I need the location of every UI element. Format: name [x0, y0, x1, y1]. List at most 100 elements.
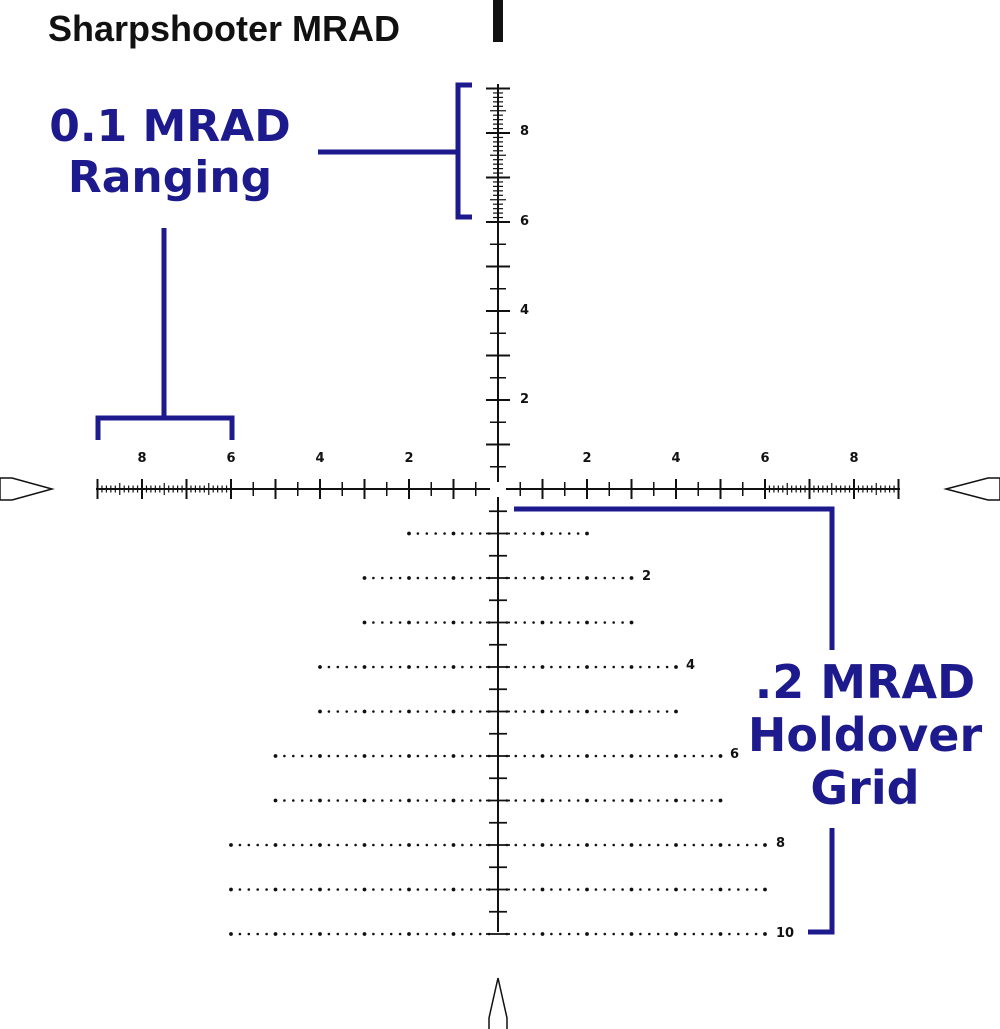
holdover-dot — [594, 754, 598, 758]
bottom-pointer — [488, 977, 508, 1029]
holdover-dot — [434, 799, 438, 802]
holdover-dot — [362, 932, 367, 936]
holdover-dot — [576, 710, 580, 713]
holdover-dot — [540, 754, 545, 758]
holdover-dot — [629, 665, 634, 669]
holdover-dot — [318, 665, 322, 669]
holdover-dot — [639, 888, 642, 891]
holdover-dot — [505, 576, 509, 580]
holdover-dot — [603, 754, 607, 758]
holdover-dot — [629, 887, 634, 892]
holdover-dot — [309, 799, 313, 802]
holdover-dot — [398, 888, 402, 891]
h-label-left-8: 8 — [137, 451, 146, 466]
holdover-dot — [318, 798, 322, 803]
holdover-dot — [300, 888, 304, 891]
holdover-dot — [656, 888, 660, 891]
holdover-dots — [229, 531, 767, 936]
holdover-dot — [434, 576, 438, 580]
h-label-right-8: 8 — [849, 451, 858, 466]
holdover-dot — [514, 710, 518, 713]
holdover-dot — [487, 754, 491, 758]
holdover-dot — [425, 888, 429, 891]
holdover-dot — [345, 843, 349, 847]
holdover-callout: .2 MRAD Holdover Grid — [740, 656, 990, 815]
holdover-dot — [327, 710, 331, 713]
holdover-dot — [656, 710, 660, 713]
holdover-dot — [550, 665, 553, 669]
holdover-dot — [425, 576, 429, 580]
holdover-dot — [309, 888, 313, 891]
holdover-dot — [487, 888, 491, 891]
holdover-dot — [567, 710, 571, 713]
reticle-ticks — [96, 87, 900, 935]
holdover-dot — [576, 799, 580, 802]
holdover-callout-line3: Grid — [810, 760, 920, 815]
holdover-dot — [425, 754, 429, 758]
holdover-dot — [567, 843, 571, 847]
holdover-dot — [585, 576, 589, 580]
holdover-dot — [585, 887, 589, 892]
holdover-dot — [567, 665, 571, 669]
holdover-dot — [639, 665, 642, 669]
holdover-dot — [247, 843, 251, 847]
holdover-dot — [443, 710, 446, 713]
holdover-dot — [461, 843, 464, 847]
holdover-dot — [389, 576, 393, 580]
holdover-label-6: 6 — [730, 747, 739, 762]
holdover-dot — [576, 843, 580, 847]
holdover-dot — [362, 754, 367, 758]
holdover-dot — [523, 621, 526, 624]
h-label-left-2: 2 — [404, 451, 413, 466]
holdover-dot — [478, 621, 482, 624]
holdover-dot — [407, 798, 411, 803]
holdover-dot — [629, 798, 634, 803]
holdover-dot — [372, 754, 375, 758]
holdover-dot — [674, 843, 678, 847]
holdover-dot — [603, 888, 607, 891]
ranging-callout-line1: 0.1 MRAD — [49, 101, 291, 152]
holdover-dot — [443, 888, 446, 891]
holdover-dot — [381, 799, 384, 802]
holdover-dot — [523, 843, 526, 847]
holdover-dot — [718, 887, 723, 892]
holdover-dot — [372, 621, 375, 624]
holdover-dot — [559, 932, 562, 936]
holdover-dot — [514, 621, 518, 624]
holdover-dot — [514, 932, 518, 936]
holdover-dot — [389, 621, 393, 624]
holdover-dot — [639, 843, 642, 847]
holdover-dot — [354, 932, 357, 936]
holdover-dot — [745, 888, 749, 891]
holdover-dot — [674, 798, 678, 803]
holdover-dot — [550, 888, 553, 891]
holdover-dot — [451, 620, 456, 625]
v-label-8: 8 — [520, 124, 529, 139]
holdover-dot — [425, 532, 429, 535]
holdover-dot — [451, 665, 456, 669]
holdover-dot — [407, 531, 411, 536]
holdover-dot — [505, 710, 509, 713]
holdover-dot — [603, 932, 607, 936]
holdover-dot — [265, 932, 268, 936]
holdover-dot — [292, 888, 295, 891]
holdover-dot — [594, 888, 598, 891]
holdover-dot — [754, 888, 758, 891]
holdover-dot — [665, 799, 669, 802]
holdover-dot — [273, 798, 278, 803]
holdover-dot — [336, 932, 340, 936]
holdover-dot — [692, 843, 696, 847]
holdover-dot — [309, 754, 313, 758]
holdover-dot — [585, 754, 589, 758]
holdover-dot — [648, 665, 651, 669]
holdover-dot — [576, 576, 580, 580]
holdover-dot — [407, 665, 411, 669]
holdover-dot — [345, 754, 349, 758]
holdover-dot — [416, 799, 420, 802]
holdover-dot — [594, 576, 598, 580]
holdover-dot — [283, 888, 286, 891]
right-pointer — [943, 477, 1000, 501]
holdover-dot — [514, 754, 518, 758]
holdover-callout-line1: .2 MRAD — [754, 655, 976, 709]
holdover-dot — [434, 665, 438, 669]
